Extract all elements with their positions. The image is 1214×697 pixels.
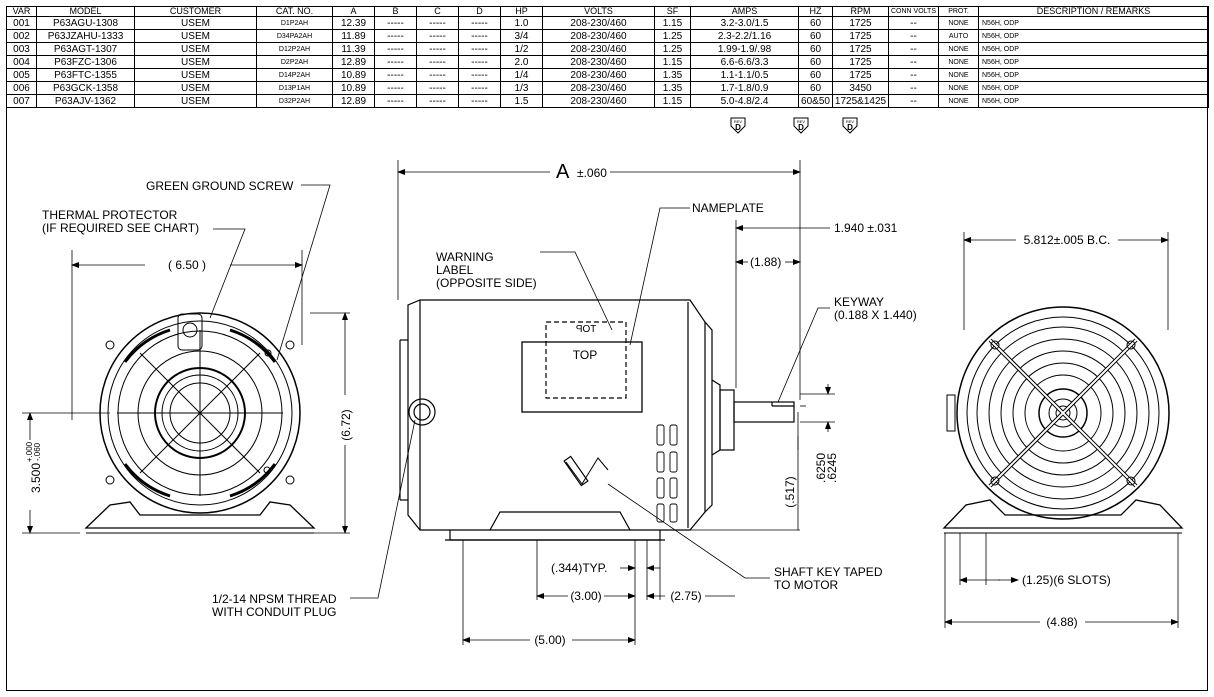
spec-cell: 208-230/460 (542, 94, 655, 108)
spec-cell: 5.0-4.8/2.4 (690, 94, 799, 108)
dim-1-25: (1.25)(6 SLOTS) (1022, 573, 1111, 587)
label-warning: WARNING (436, 250, 494, 264)
label-top-mirrored: TOP (575, 324, 596, 335)
side-view (399, 299, 795, 541)
dim-6-72: (6.72) (339, 409, 353, 440)
side-view-dimensions (397, 160, 835, 645)
dim-2-75: (2.75) (670, 589, 701, 603)
dim-6-50: ( 6.50 ) (168, 258, 206, 272)
rev-marker-hz: REV D (793, 117, 809, 134)
dim-3-500-tol-minus: -.060 (33, 442, 42, 461)
dim-1-88: (1.88) (750, 255, 781, 269)
dim-5-812: 5.812±.005 B.C. (1024, 233, 1111, 247)
label-shaft-key: SHAFT KEY TAPED (774, 565, 883, 579)
rev-marker-amps: REV D (730, 117, 746, 134)
dim-a: A (556, 161, 570, 183)
front-view-labels: GREEN GROUND SCREW THERMAL PROTECTOR (IF… (25, 179, 353, 619)
label-keyway: KEYWAY (834, 295, 884, 309)
dim-6245: .6245 (825, 453, 839, 483)
spec-cell: ----- (374, 94, 417, 108)
svg-text:D: D (847, 123, 853, 132)
spec-cell: N56H, ODP (978, 94, 1209, 108)
rear-view-dimensions (944, 232, 1179, 628)
dim-517: (.517) (783, 476, 797, 507)
svg-text:REV: REV (846, 119, 855, 124)
label-thermal-protector: THERMAL PROTECTOR (42, 208, 178, 222)
svg-text:D: D (798, 123, 804, 132)
spec-cell: ----- (416, 94, 459, 108)
front-view-dimensions (22, 184, 416, 599)
dim-344: (.344)TYP. (551, 561, 607, 575)
label-conduit-plug: WITH CONDUIT PLUG (212, 605, 336, 619)
dim-3-00: (3.00) (570, 589, 601, 603)
rear-view-labels: 5.812±.005 B.C. (1.25)(6 SLOTS) (4.88) (1022, 233, 1111, 629)
spec-cell: USEM (134, 94, 257, 108)
rev-markers: REV D REV D REV D (730, 117, 858, 134)
svg-text:REV: REV (734, 119, 743, 124)
label-thermal-protector-note: (IF REQUIRED SEE CHART) (42, 221, 199, 235)
dim-4-88: (4.88) (1046, 615, 1077, 629)
dim-3-500: 3.500 (29, 463, 43, 493)
rear-end-view (942, 306, 1184, 534)
dim-a-tol: ±.060 (577, 166, 607, 180)
label-top: TOP (573, 348, 597, 362)
front-end-view (84, 312, 316, 534)
label-green-ground-screw: GREEN GROUND SCREW (146, 179, 294, 193)
svg-text:D: D (735, 123, 741, 132)
dim-5-00: (5.00) (534, 633, 565, 647)
svg-text:REV: REV (797, 119, 806, 124)
dim-3-500-tol-plus: +.000 (25, 441, 34, 462)
dim-6250: .6250 (814, 453, 828, 483)
label-opposite-side: (OPPOSITE SIDE) (436, 276, 537, 290)
label-nameplate: NAMEPLATE (692, 201, 764, 215)
label-label: LABEL (436, 263, 474, 277)
rev-marker-rpm: REV D (842, 117, 858, 134)
side-view-labels: A ±.060 NAMEPLATE WARNING LABEL (OPPOSIT… (436, 161, 917, 647)
label-to-motor: TO MOTOR (774, 578, 839, 592)
dim-1-940: 1.940 ±.031 (834, 221, 898, 235)
label-keyway-size: (0.188 X 1.440) (834, 308, 917, 322)
label-npsm-thread: 1/2-14 NPSM THREAD (212, 592, 337, 606)
